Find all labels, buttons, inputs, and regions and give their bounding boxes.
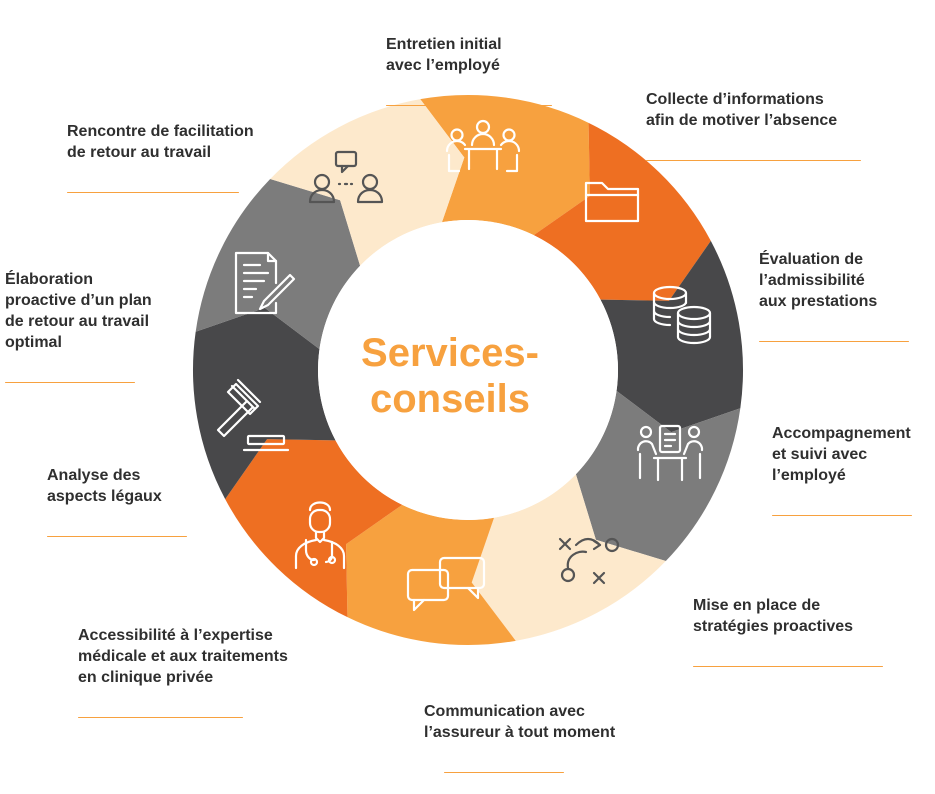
label-underline [47, 536, 187, 537]
gavel-icon [216, 378, 290, 452]
label-underline [759, 341, 909, 342]
meeting-table-icon [445, 119, 521, 173]
label-underline [78, 717, 243, 718]
wheel-segment-rencontre [270, 99, 465, 266]
document-pen-icon [234, 251, 296, 315]
label-underline [5, 382, 135, 383]
wheel-segment-evaluation [600, 240, 743, 433]
wheel-segment-communication [346, 504, 516, 645]
step-label-expertise: Accessibilité à l’expertise médicale et … [78, 604, 288, 739]
wheel-segment-strategies [471, 474, 666, 641]
chat-bubbles-icon [406, 556, 486, 612]
step-label-rencontre: Rencontre de facilitation de retour au t… [67, 100, 254, 214]
label-underline [444, 772, 564, 773]
step-label-collecte: Collecte d’informations afin de motiver … [646, 68, 861, 182]
wheel-segment-legaux [192, 307, 336, 500]
services-wheel [192, 95, 743, 645]
wheel-segment-expertise [225, 439, 403, 618]
wheel-segments [192, 95, 743, 645]
folder-icon [584, 181, 640, 223]
label-underline [67, 192, 239, 193]
step-label-communication: Communication avec l’assureur à tout mom… [424, 680, 615, 794]
step-label-legaux: Analyse des aspects légaux [47, 444, 187, 558]
label-underline [386, 105, 552, 106]
step-label-plan: Élaboration proactive d’un plan de retou… [5, 248, 152, 404]
label-underline [772, 515, 912, 516]
strategy-play-icon [558, 537, 620, 585]
wheel-segment-entretien [420, 95, 590, 236]
label-underline [646, 160, 861, 161]
label-underline [693, 666, 883, 667]
consultation-icon [636, 424, 704, 482]
center-title-line2: conseils [369, 377, 531, 421]
conversation-icon [308, 150, 384, 204]
step-label-evaluation: Évaluation de l’admissibilité aux presta… [759, 228, 909, 363]
wheel-center-disc [318, 220, 618, 520]
wheel-segment-collecte [533, 122, 711, 301]
step-label-strategies: Mise en place de stratégies proactives [693, 574, 883, 688]
coins-icon [652, 285, 712, 345]
doctor-icon [294, 501, 346, 570]
center-title-line1: Services- [361, 331, 539, 375]
center-title: Services- conseils [330, 330, 570, 422]
step-label-entretien: Entretien initial avec l’employé [386, 13, 552, 127]
step-label-accompagnement: Accompagnement et suivi avec l’employé [772, 402, 912, 537]
